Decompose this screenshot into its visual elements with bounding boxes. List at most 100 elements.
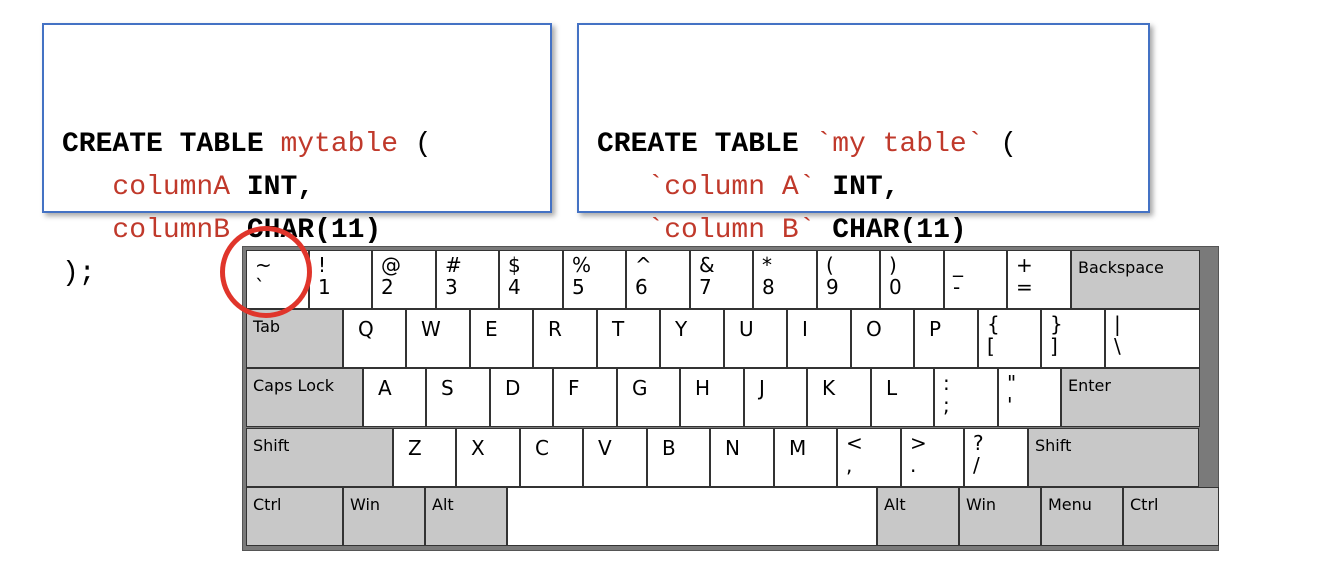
key-base-char: 2 bbox=[381, 275, 394, 299]
code-line: `column B` CHAR(11) bbox=[597, 209, 1148, 252]
key-letter: X bbox=[471, 436, 485, 460]
sql-punctuation bbox=[815, 172, 832, 203]
key-u: U bbox=[724, 309, 787, 368]
key-shift-char: > bbox=[910, 431, 927, 455]
key-letter: D bbox=[505, 376, 521, 400]
key-base-char: [ bbox=[987, 334, 995, 358]
key-\: |\ bbox=[1105, 309, 1200, 368]
key-6: ^6 bbox=[626, 250, 690, 309]
sql-punctuation bbox=[264, 129, 281, 160]
key-.: >. bbox=[901, 428, 964, 487]
key-letter: H bbox=[695, 376, 711, 400]
sql-keyword: CREATE TABLE bbox=[62, 129, 264, 160]
key-letter: Q bbox=[358, 317, 374, 341]
key-5: %5 bbox=[563, 250, 626, 309]
key-letter: A bbox=[378, 376, 392, 400]
key-base-char: / bbox=[973, 453, 980, 477]
key-0: )0 bbox=[880, 250, 944, 309]
sql-identifier: columnB bbox=[112, 215, 231, 246]
key-base-char: . bbox=[910, 453, 917, 477]
key-letter: W bbox=[421, 317, 441, 341]
key-a: A bbox=[363, 368, 426, 427]
sql-identifier: mytable bbox=[280, 129, 399, 160]
sql-punctuation bbox=[62, 215, 112, 246]
code-lines: CREATE TABLE mytable ( columnA INT, colu… bbox=[62, 123, 550, 295]
key-base-char: 7 bbox=[699, 275, 712, 299]
key-label: Ctrl bbox=[1130, 495, 1159, 514]
key-base-char: 8 bbox=[762, 275, 775, 299]
sql-identifier: `column B` bbox=[647, 215, 816, 246]
code-line: `column A` INT, bbox=[597, 166, 1148, 209]
key-r: R bbox=[533, 309, 597, 368]
key-m: M bbox=[774, 428, 837, 487]
key-letter: Y bbox=[675, 317, 688, 341]
key-label: Shift bbox=[1035, 436, 1072, 455]
key-,: <, bbox=[837, 428, 901, 487]
key-w: W bbox=[406, 309, 470, 368]
key-letter: J bbox=[759, 376, 765, 400]
key-shift-char: ) bbox=[889, 253, 897, 277]
tab-key: Tab bbox=[246, 309, 343, 368]
key-base-char: , bbox=[846, 453, 853, 477]
key-label: Alt bbox=[884, 495, 906, 514]
sql-identifier: `my table` bbox=[815, 129, 984, 160]
key-1: !1 bbox=[309, 250, 372, 309]
key-i: I bbox=[787, 309, 851, 368]
key-z: Z bbox=[393, 428, 456, 487]
key-shift-char: | bbox=[1114, 312, 1121, 336]
key-shift-char: ? bbox=[973, 431, 984, 455]
code-block-quoted-identifiers: CREATE TABLE `my table` ( `column A` INT… bbox=[577, 23, 1150, 289]
spacebar-key bbox=[507, 487, 877, 546]
key-k: K bbox=[807, 368, 871, 427]
sql-punctuation: ( bbox=[398, 129, 432, 160]
key-3: #3 bbox=[436, 250, 499, 309]
key-label: Alt bbox=[432, 495, 454, 514]
key-shift-char: } bbox=[1050, 312, 1063, 336]
key-shift-char: # bbox=[445, 253, 462, 277]
code-block-plain-identifiers: CREATE TABLE mytable ( columnA INT, colu… bbox=[42, 23, 552, 289]
code-line: ); bbox=[62, 252, 550, 295]
key-': "' bbox=[998, 368, 1061, 427]
key-shift-char: + bbox=[1016, 253, 1033, 277]
key-base-char: 9 bbox=[826, 275, 839, 299]
code-line: columnA INT, bbox=[62, 166, 550, 209]
sql-punctuation bbox=[597, 172, 647, 203]
key-label: Ctrl bbox=[253, 495, 282, 514]
key-;: :; bbox=[934, 368, 998, 427]
key-x: X bbox=[456, 428, 520, 487]
key-letter: G bbox=[632, 376, 648, 400]
caps-lock-key: Caps Lock bbox=[246, 368, 363, 427]
key-base-char: 6 bbox=[635, 275, 648, 299]
key-letter: F bbox=[568, 376, 580, 400]
key-base-char: = bbox=[1016, 275, 1033, 299]
ctrl-key: Ctrl bbox=[246, 487, 343, 546]
key-4: $4 bbox=[499, 250, 563, 309]
sql-keyword: CHAR(11) bbox=[832, 215, 967, 246]
shift-key: Shift bbox=[1028, 428, 1199, 487]
key-label: Caps Lock bbox=[253, 376, 335, 395]
sql-punctuation bbox=[799, 129, 816, 160]
enter-key: Enter bbox=[1061, 368, 1200, 427]
key-9: (9 bbox=[817, 250, 880, 309]
key-shift-char: ! bbox=[318, 253, 327, 277]
key-/: ?/ bbox=[964, 428, 1028, 487]
key-label: Shift bbox=[253, 436, 290, 455]
key-letter: M bbox=[789, 436, 807, 460]
key--: _- bbox=[944, 250, 1007, 309]
sql-keyword: INT, bbox=[246, 172, 315, 203]
key-letter: O bbox=[866, 317, 882, 341]
sql-punctuation bbox=[230, 172, 247, 203]
key-shift-char: $ bbox=[508, 253, 521, 277]
key-shift-char: ( bbox=[826, 253, 834, 277]
key-letter: I bbox=[802, 317, 808, 341]
key-base-char: 3 bbox=[445, 275, 458, 299]
key-base-char: 4 bbox=[508, 275, 521, 299]
key-letter: R bbox=[548, 317, 562, 341]
key-shift-char: % bbox=[572, 253, 592, 277]
key-label: Backspace bbox=[1078, 258, 1164, 277]
key-t: T bbox=[597, 309, 660, 368]
sql-punctuation bbox=[815, 215, 832, 246]
key-letter: U bbox=[739, 317, 754, 341]
key-=: += bbox=[1007, 250, 1071, 309]
